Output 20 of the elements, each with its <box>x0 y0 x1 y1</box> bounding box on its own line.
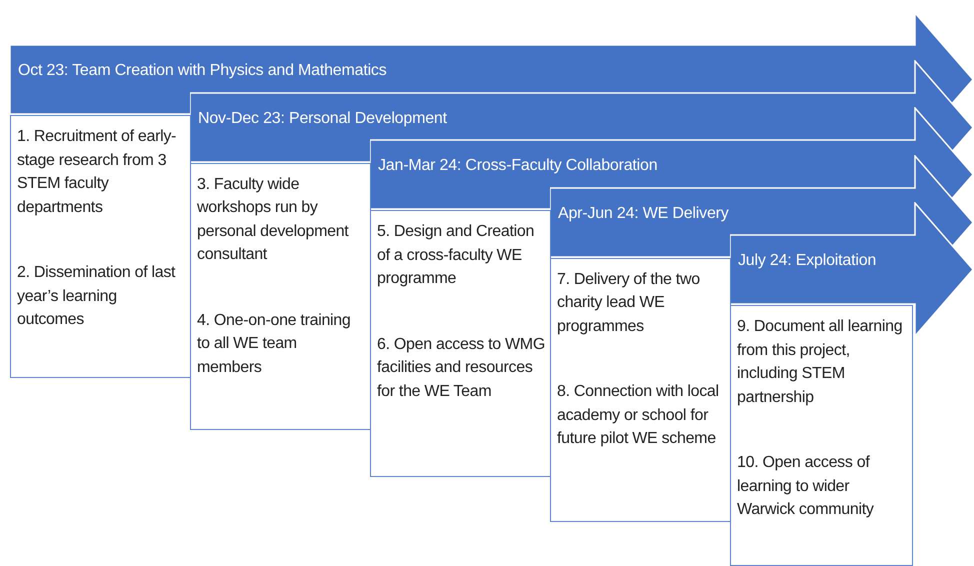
stage-title: Oct 23: Team Creation with Physics and Mathematics <box>18 62 387 80</box>
list-item: 4. One-on-one training to all WE team members <box>197 310 352 378</box>
list-item: 3. Faculty wide workshops run by personal development consultant <box>197 174 350 265</box>
text-box <box>370 210 551 477</box>
stage-title: Jan-Mar 24: Cross-Faculty Collaboration <box>378 157 658 175</box>
list-item: 6. Open access to WMG facilities and resources for the WE Team <box>377 334 545 402</box>
text-box <box>10 115 191 378</box>
list-item: 2. Dissemination of last year’s learning outcomes <box>17 263 176 330</box>
stage-title: Apr-Jun 24: WE Delivery <box>558 204 729 222</box>
text-box <box>190 162 371 430</box>
list-item: 9. Document all learning from this project, including STEM partnership <box>737 317 904 408</box>
text-box <box>730 305 913 566</box>
list-item: 10. Open access of learning to wider Warwick community <box>737 453 875 520</box>
list-item: 7. Delivery of the two charity lead WE programmes <box>557 270 701 336</box>
stage-title: Nov-Dec 23: Personal Development <box>198 110 447 128</box>
list-item: 5. Design and Creation of a cross-faculty WE programme <box>377 222 536 289</box>
list-item: 8. Connection with local academy or school for future pilot WE scheme <box>557 382 720 449</box>
stage-title: July 24: Exploitation <box>738 252 876 270</box>
list-item: 1. Recruitment of early-stage research from 3 STEM faculty departments <box>17 127 178 218</box>
text-box <box>550 258 731 522</box>
